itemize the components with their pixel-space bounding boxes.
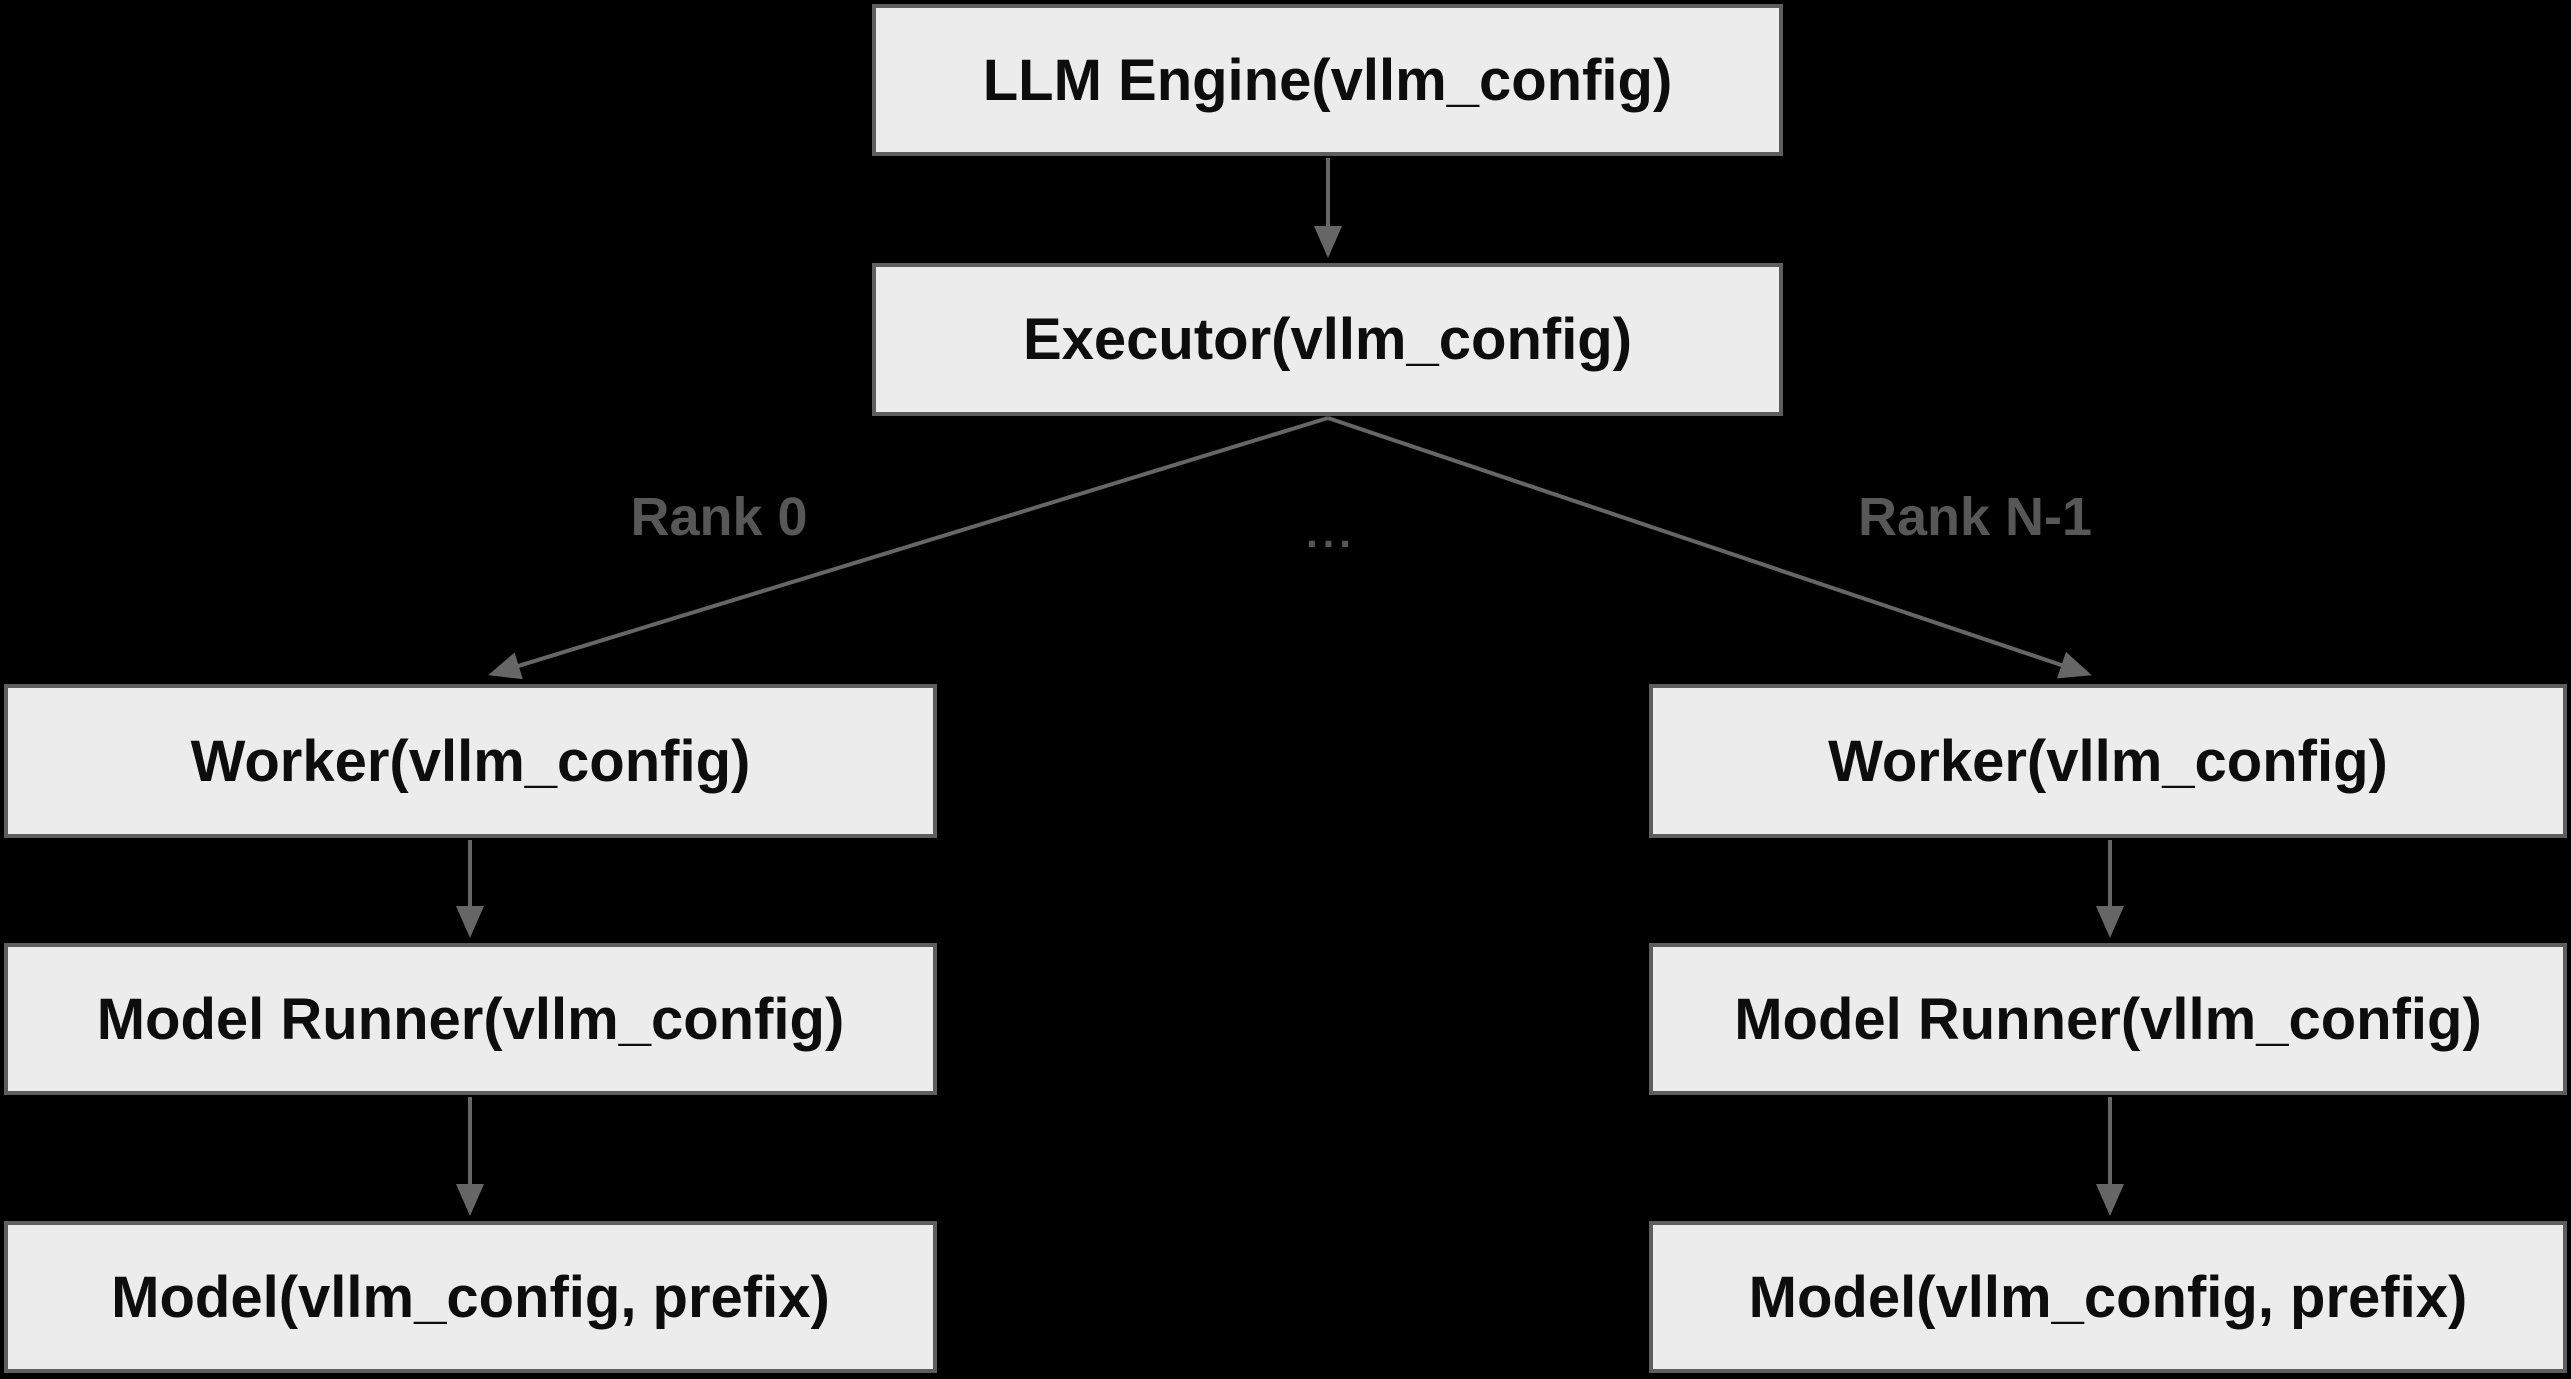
edge-label-ellipsis: ... bbox=[1305, 509, 1357, 556]
node-worker-rankn: Worker(vllm_config) bbox=[1649, 684, 2567, 838]
edge-label-rank-n-1: Rank N-1 bbox=[1857, 487, 2093, 547]
node-model-rank0-label: Model(vllm_config, prefix) bbox=[111, 1264, 830, 1330]
node-model-rankn: Model(vllm_config, prefix) bbox=[1649, 1221, 2567, 1373]
node-model-rankn-label: Model(vllm_config, prefix) bbox=[1748, 1264, 2468, 1330]
node-worker-rankn-label: Worker(vllm_config) bbox=[1828, 728, 2388, 794]
node-llm-engine: LLM Engine(vllm_config) bbox=[872, 4, 1783, 156]
node-model-runner-rank0: Model Runner(vllm_config) bbox=[4, 943, 937, 1095]
node-executor: Executor(vllm_config) bbox=[872, 263, 1783, 416]
node-llm-engine-label: LLM Engine(vllm_config) bbox=[982, 47, 1673, 113]
node-model-runner-rankn-label: Model Runner(vllm_config) bbox=[1734, 986, 2482, 1052]
node-model-runner-rank0-label: Model Runner(vllm_config) bbox=[96, 986, 845, 1052]
node-worker-rank0-label: Worker(vllm_config) bbox=[190, 728, 751, 794]
edge-label-rank-0: Rank 0 bbox=[630, 487, 808, 547]
edge-executor-to-worker-rank0 bbox=[488, 416, 1329, 680]
node-model-runner-rankn: Model Runner(vllm_config) bbox=[1649, 943, 2567, 1095]
edge-executor-to-worker-rankn bbox=[1327, 416, 2092, 679]
node-worker-rank0: Worker(vllm_config) bbox=[4, 684, 937, 838]
node-model-rank0: Model(vllm_config, prefix) bbox=[4, 1221, 937, 1373]
node-executor-label: Executor(vllm_config) bbox=[1022, 307, 1633, 372]
